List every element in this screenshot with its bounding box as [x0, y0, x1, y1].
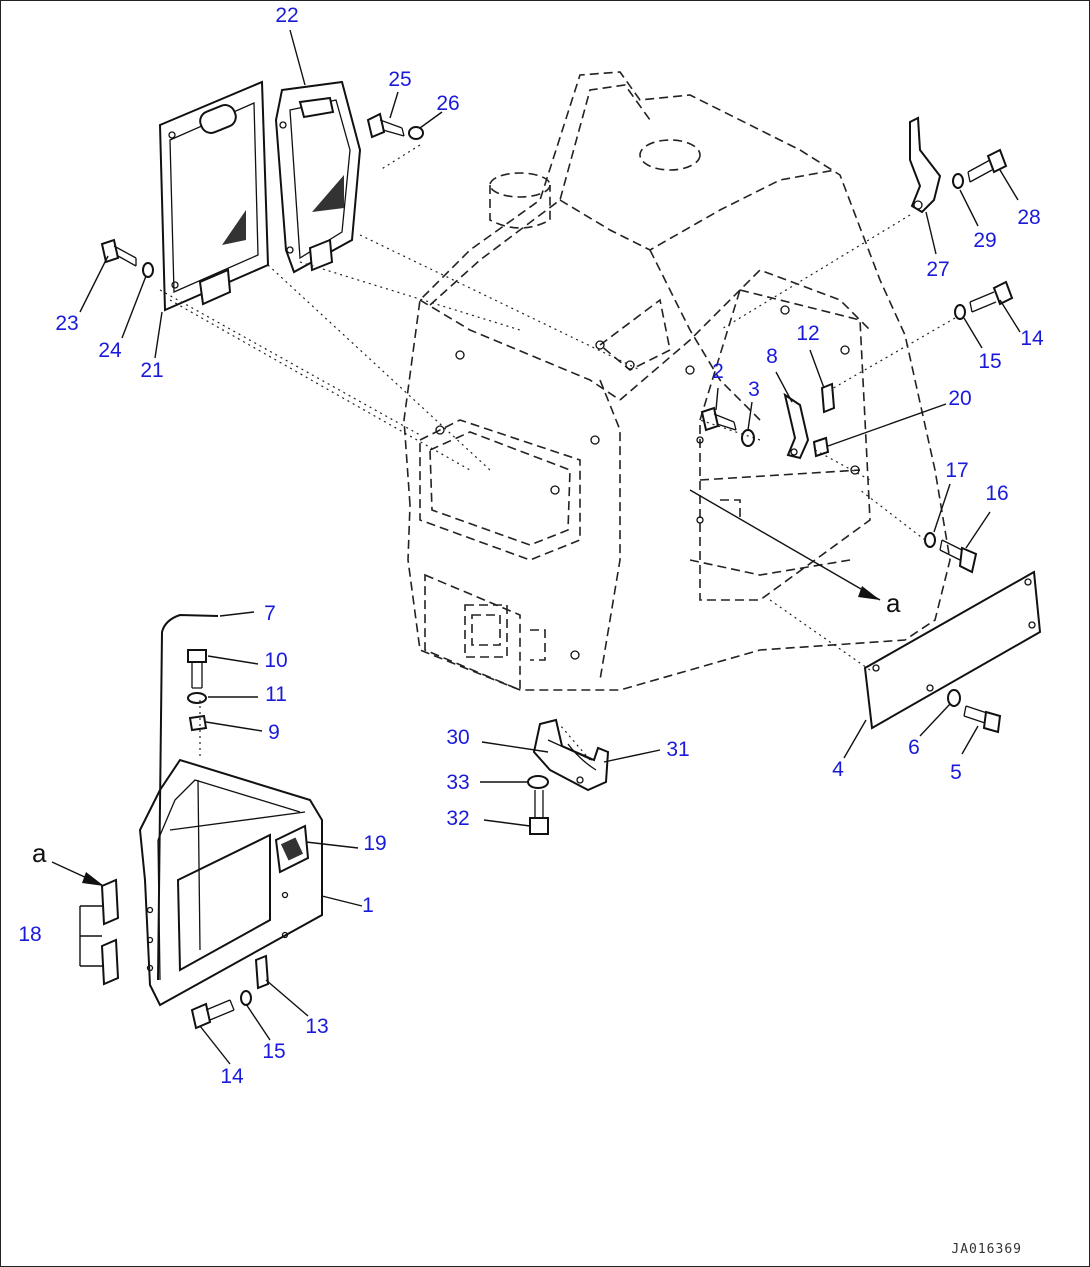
callout-25: 25 — [388, 68, 411, 91]
bolt-25 — [366, 112, 405, 139]
callout-7: 7 — [264, 602, 276, 625]
callout-27: 27 — [926, 258, 949, 281]
callout-14-top: 14 — [1020, 327, 1044, 350]
nut-9 — [188, 714, 208, 732]
callout-16: 16 — [985, 482, 1008, 505]
washer-24 — [142, 262, 154, 278]
callout-3: 3 — [748, 378, 760, 401]
leader-lines — [79, 29, 1021, 1065]
callouts: 22 25 26 28 29 27 23 24 21 14 15 12 8 2 … — [18, 4, 1044, 1088]
washer-29 — [952, 173, 964, 189]
callout-20: 20 — [948, 387, 971, 410]
reference-arrow-main — [689, 489, 881, 601]
callout-32: 32 — [446, 807, 469, 830]
rod-7 — [157, 613, 219, 981]
bolt-32 — [529, 790, 549, 835]
reference-a-panel: a — [32, 838, 47, 868]
callout-9: 9 — [268, 721, 280, 744]
panel-1 — [138, 758, 323, 1007]
panel-21 — [158, 80, 270, 312]
callout-26: 26 — [436, 92, 459, 115]
callout-1: 1 — [362, 894, 374, 917]
callout-17: 17 — [945, 459, 968, 482]
alignment-lines — [159, 144, 956, 761]
callout-33: 33 — [446, 771, 469, 794]
callout-12: 12 — [796, 322, 819, 345]
bolt-28 — [967, 148, 1008, 183]
drawing-code: JA016369 — [951, 1242, 1022, 1257]
callout-15-top: 15 — [978, 350, 1001, 373]
callout-21: 21 — [140, 359, 163, 382]
clip-12 — [820, 382, 836, 414]
bolt-10 — [187, 649, 207, 689]
callout-6: 6 — [908, 736, 920, 759]
washer-3 — [741, 429, 755, 447]
bolt-5 — [963, 705, 1002, 734]
callout-4: 4 — [832, 758, 844, 781]
plate-8 — [783, 392, 810, 460]
bolt-14-bottom — [190, 999, 235, 1030]
callout-14-bottom: 14 — [220, 1065, 244, 1088]
callout-15-bottom: 15 — [262, 1040, 285, 1063]
callout-11: 11 — [265, 683, 287, 706]
clip-20 — [812, 436, 830, 458]
bracket-27 — [909, 116, 942, 214]
callout-23: 23 — [55, 312, 78, 335]
washer-15-top — [954, 304, 966, 320]
washer-6 — [947, 689, 961, 707]
callout-19: 19 — [363, 832, 386, 855]
bolt-23 — [100, 238, 137, 267]
callout-13: 13 — [305, 1015, 328, 1038]
callout-10: 10 — [264, 649, 287, 672]
panel-22 — [274, 80, 362, 274]
callout-24: 24 — [98, 339, 122, 362]
callout-18: 18 — [18, 923, 41, 946]
callout-22: 22 — [275, 4, 298, 27]
clips-18 — [100, 878, 120, 986]
bracket-30-31 — [532, 718, 610, 792]
callout-30: 30 — [446, 726, 469, 749]
washer-17 — [924, 532, 936, 548]
washer-15-bottom — [240, 990, 252, 1006]
washer-11 — [187, 692, 207, 704]
callout-29: 29 — [973, 229, 996, 252]
reference-a-main: a — [886, 588, 901, 618]
nut-33 — [527, 775, 549, 789]
callout-31: 31 — [666, 738, 689, 761]
callout-2: 2 — [712, 360, 724, 383]
bolt-16 — [939, 539, 978, 574]
bolt-14-top — [969, 280, 1014, 313]
callout-8: 8 — [766, 345, 778, 368]
callout-5: 5 — [950, 761, 962, 784]
plate-4 — [863, 570, 1042, 730]
reference-arrow-panel — [51, 861, 104, 886]
callout-28: 28 — [1017, 206, 1040, 229]
washer-26 — [408, 126, 424, 140]
cover-body — [403, 71, 951, 692]
clip-13 — [254, 954, 270, 990]
